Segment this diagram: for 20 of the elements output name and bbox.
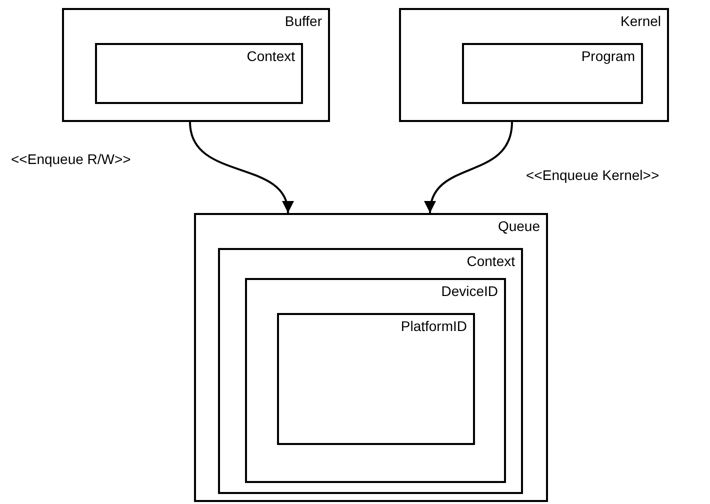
box-label: PlatformID <box>400 318 467 334</box>
nested-box <box>277 313 475 445</box>
component-box <box>399 8 669 122</box>
nested-box <box>95 43 303 104</box>
box-label: Buffer <box>284 13 322 29</box>
component-box <box>194 213 548 502</box>
nested-box <box>218 248 523 494</box>
arrow <box>426 122 513 214</box>
box-label: Program <box>581 48 635 64</box>
edge-label: <<Enqueue R/W>> <box>10 151 132 167</box>
arrow <box>189 122 292 214</box>
box-label: Queue <box>498 218 540 234</box>
component-box <box>62 8 330 122</box>
edge-label: <<Enqueue Kernel>> <box>525 167 660 183</box>
box-label: DeviceID <box>441 283 498 299</box>
box-label: Context <box>466 253 515 269</box>
box-label: Context <box>246 48 295 64</box>
box-label: Kernel <box>620 13 661 29</box>
nested-box <box>245 278 506 483</box>
nested-box <box>462 43 643 104</box>
